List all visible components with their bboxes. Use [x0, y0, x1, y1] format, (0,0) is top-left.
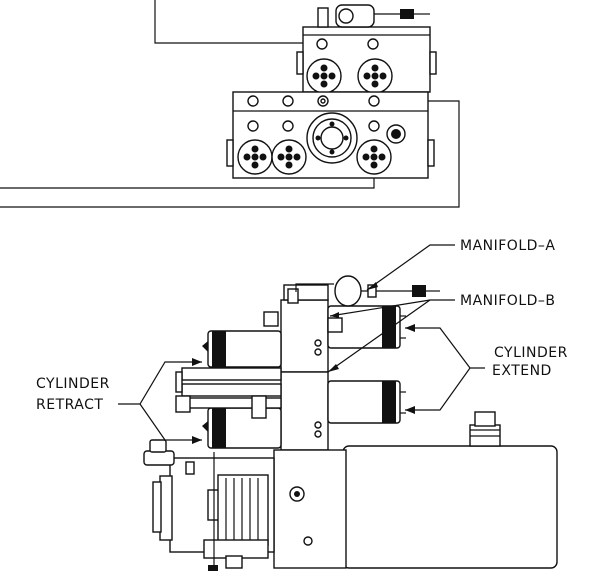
leader-manifold-b	[327, 299, 455, 373]
extend-coil-lower	[327, 380, 406, 424]
hose-line-a	[154, 0, 303, 44]
extend-coil-upper	[327, 305, 406, 349]
manifold-a-fittings	[287, 275, 440, 307]
label-manifold-b: MANIFOLD–B	[460, 293, 556, 309]
manifold-stack	[273, 284, 347, 569]
leader-cylinder-extend	[405, 324, 485, 414]
coil-port-2	[271, 139, 307, 175]
coil-port-1	[237, 139, 273, 175]
leader-manifold-a	[366, 244, 455, 291]
pump-motor	[143, 439, 275, 571]
label-cylinder-extend-line2: EXTEND	[492, 363, 552, 379]
coil-port-3	[356, 139, 392, 175]
label-cylinder-extend-line1: CYLINDER	[494, 345, 568, 361]
top-manifold-b-block	[226, 91, 435, 179]
reservoir-tank	[342, 411, 558, 569]
label-cylinder-retract-line2: RETRACT	[36, 397, 103, 413]
label-cylinder-retract-line1: CYLINDER	[36, 376, 110, 392]
side-view	[118, 244, 558, 571]
valve-bodies	[175, 311, 343, 419]
retract-coil-lower	[202, 407, 282, 449]
label-manifold-a: MANIFOLD–A	[460, 238, 556, 254]
leader-cylinder-retract	[118, 358, 202, 444]
plug-fitting	[386, 124, 406, 144]
top-view	[0, 0, 460, 208]
top-manifold-a-block	[296, 4, 437, 94]
retract-coil-upper	[202, 330, 282, 368]
center-pump-port	[306, 112, 358, 164]
